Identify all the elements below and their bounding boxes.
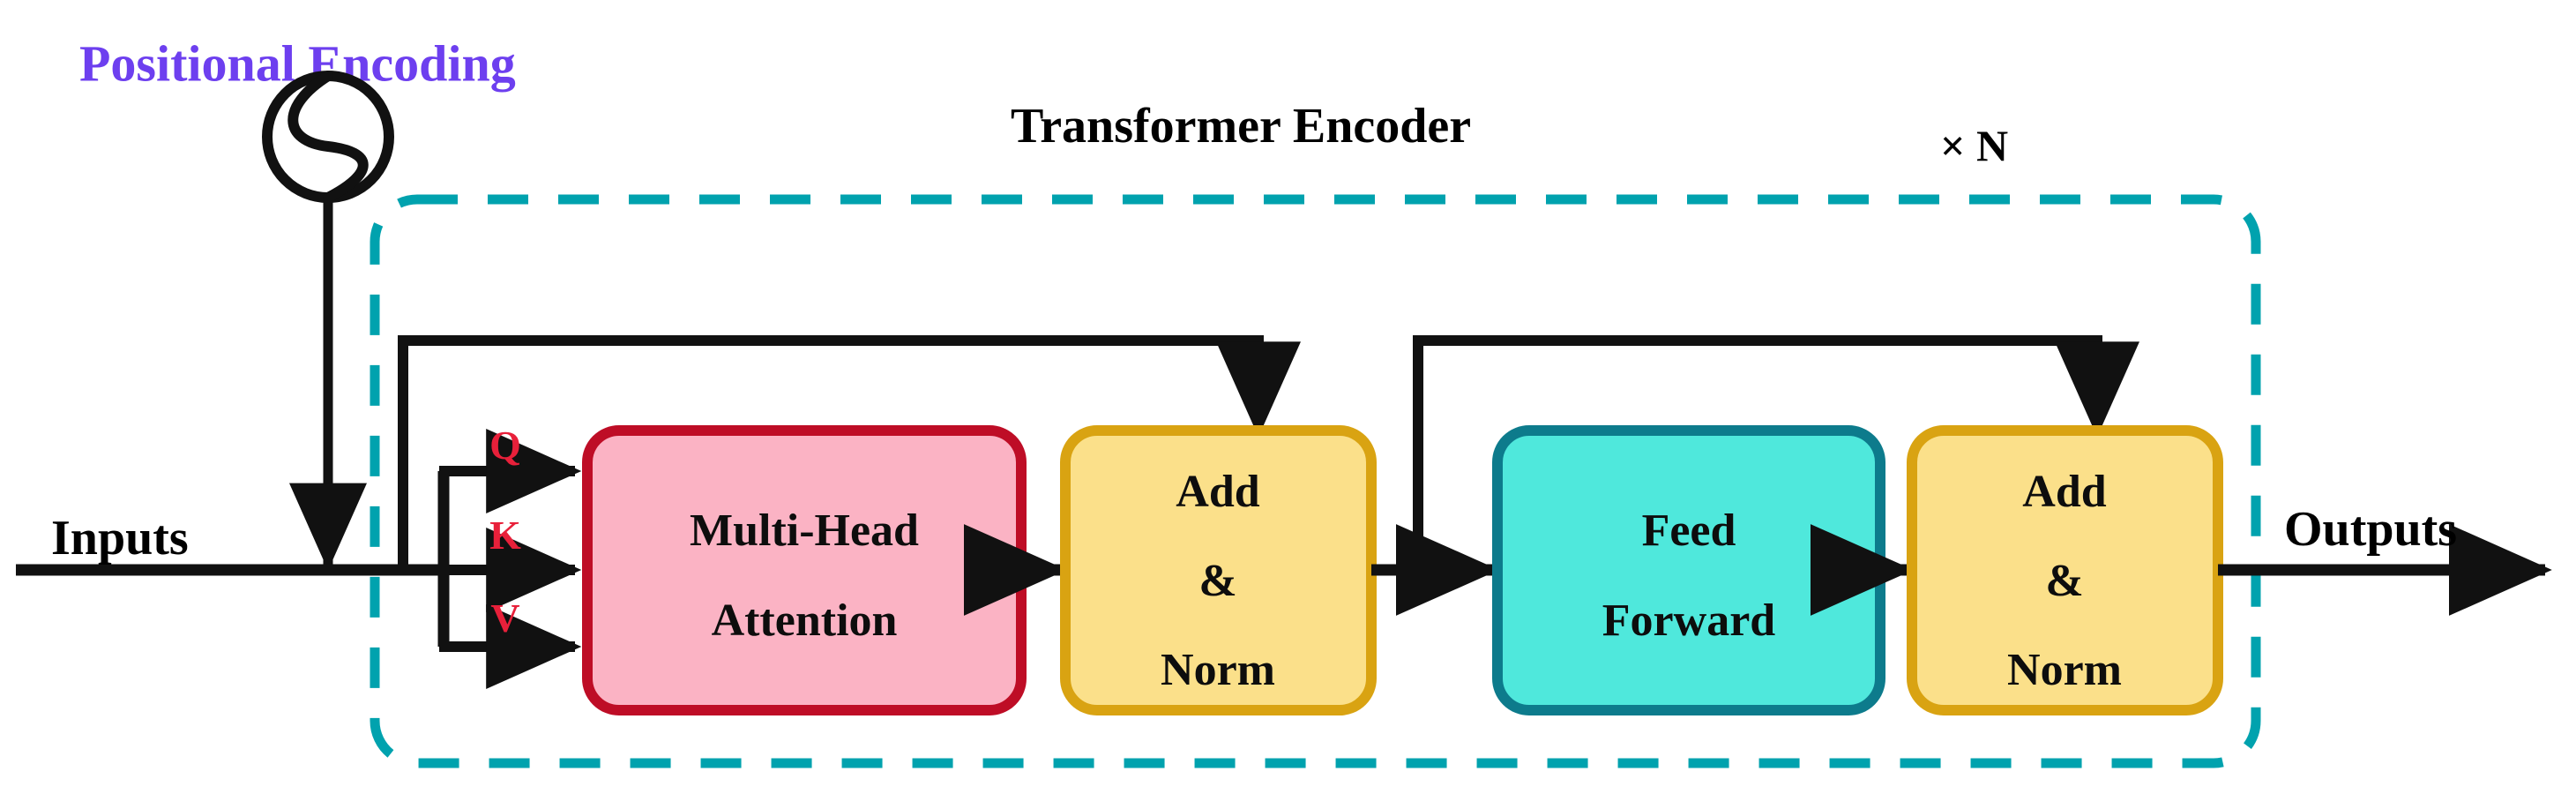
add-norm-1-line-2: & bbox=[1198, 556, 1236, 606]
add-norm-1-line-3: Norm bbox=[1161, 645, 1275, 695]
outputs-label: Outputs bbox=[2284, 502, 2457, 557]
transformer-encoder-title: Transformer Encoder bbox=[1011, 99, 1471, 154]
feed-forward-line-1: Feed bbox=[1642, 506, 1736, 556]
block-add-norm-2[interactable]: Add & Norm bbox=[1907, 425, 2223, 715]
multi-head-attention-line-1: Multi-Head bbox=[690, 506, 919, 556]
sine-wave-circle-icon bbox=[262, 71, 394, 203]
add-norm-2-line-3: Norm bbox=[2007, 645, 2122, 695]
feed-forward-line-2: Forward bbox=[1602, 596, 1775, 646]
add-norm-2-line-2: & bbox=[2045, 556, 2083, 606]
qkv-split-fan bbox=[437, 429, 582, 689]
residual-connection-2 bbox=[1413, 335, 2139, 570]
residual-connection-1 bbox=[398, 335, 1301, 570]
v-label: V bbox=[490, 596, 519, 640]
repeat-n-label: × N bbox=[1940, 121, 2008, 170]
add-norm-1-line-1: Add bbox=[1176, 467, 1259, 517]
add-norm-2-line-1: Add bbox=[2022, 467, 2106, 517]
block-multi-head-attention[interactable]: Multi-Head Attention bbox=[582, 425, 1027, 715]
q-label: Q bbox=[489, 423, 521, 468]
block-feed-forward[interactable]: Feed Forward bbox=[1492, 425, 1885, 715]
k-label: K bbox=[489, 513, 521, 558]
inputs-label: Inputs bbox=[51, 511, 189, 566]
multi-head-attention-line-2: Attention bbox=[712, 596, 898, 646]
block-add-norm-1[interactable]: Add & Norm bbox=[1060, 425, 1377, 715]
